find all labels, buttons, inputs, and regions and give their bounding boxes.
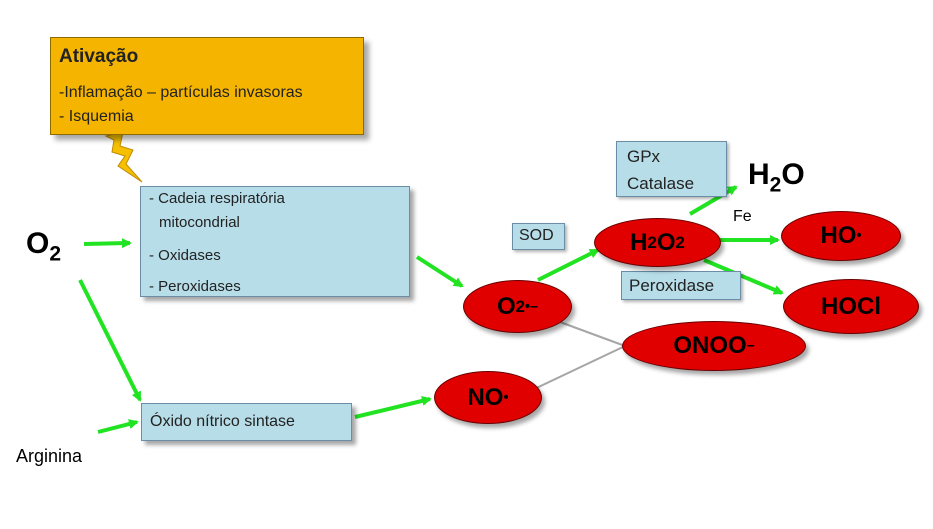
peroxidase-label: Peroxidase	[629, 276, 715, 295]
arrow-arginina-to-synthase	[97, 419, 139, 434]
connector-o2-onoo	[559, 321, 626, 347]
no-synthase-box: Óxido nítrico sintase	[141, 403, 352, 441]
activation-box: Ativação -Inflamação – partículas invaso…	[50, 37, 364, 135]
gpx-catalase-box: GPx Catalase	[616, 141, 727, 197]
arginina-label: Arginina	[16, 446, 83, 466]
nitric-oxide-ellipse: NO•	[434, 371, 542, 424]
sources-item: - Peroxidases	[149, 278, 241, 295]
no-synthase-label: Óxido nítrico sintase	[150, 413, 295, 430]
arrow-o2-to-chain	[83, 238, 132, 249]
sources-item: - Oxidases	[149, 247, 221, 264]
hocl-ellipse: HOCl	[783, 279, 919, 334]
oxygen-label: O2	[26, 227, 62, 266]
water-label: H2O	[748, 158, 805, 197]
peroxidase-box: Peroxidase	[621, 271, 741, 300]
connector-no-onoo	[527, 345, 626, 393]
sod-label: SOD	[519, 227, 554, 244]
catalase-label: Catalase	[627, 174, 695, 193]
activation-title: Ativação	[59, 46, 139, 67]
sources-item: mitocondrial	[159, 214, 240, 231]
arrow-chain-to-superoxide	[415, 255, 464, 288]
arrow-synthase-to-no	[354, 396, 432, 419]
arrow-h2o2-to-water	[688, 185, 738, 216]
arrow-superoxide-to-h2o2	[537, 248, 600, 282]
hydroxyl-ellipse: HO•	[781, 211, 901, 261]
iron-label: Fe	[733, 208, 752, 225]
peroxynitrite-ellipse: ONOO–	[622, 321, 806, 371]
lightning-icon	[104, 131, 143, 183]
gpx-label: GPx	[627, 147, 661, 166]
activation-item: - Isquemia	[59, 108, 134, 125]
activation-item: -Inflamação – partículas invasoras	[59, 84, 303, 101]
arrow-h2o2-to-hocl	[703, 258, 784, 295]
sod-box: SOD	[512, 223, 565, 250]
arrow-o2-to-synthase	[78, 279, 142, 402]
sources-box: - Cadeia respiratória mitocondrial - Oxi…	[140, 186, 410, 297]
sources-item: - Cadeia respiratória	[149, 190, 285, 207]
